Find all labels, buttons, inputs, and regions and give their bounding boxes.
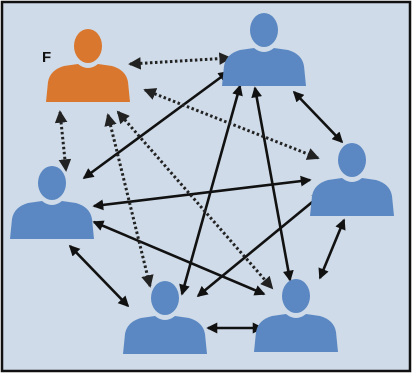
person-icon-bottom-right [254,279,338,352]
dotted-link-F-top-right [128,52,232,70]
dotted-link-F-right [143,88,320,160]
links-layer [54,52,346,334]
people-layer [10,13,394,354]
person-icon-bottom-middle [123,281,207,354]
person-icon-top-right [222,13,306,86]
focal-person-label: F [42,49,51,66]
person-icon-F [46,29,130,102]
dotted-link-F-bottom-right [116,110,274,290]
person-icon-right [310,143,394,216]
person-icon-left [10,166,94,239]
solid-link-right-bottom-right [318,218,346,280]
